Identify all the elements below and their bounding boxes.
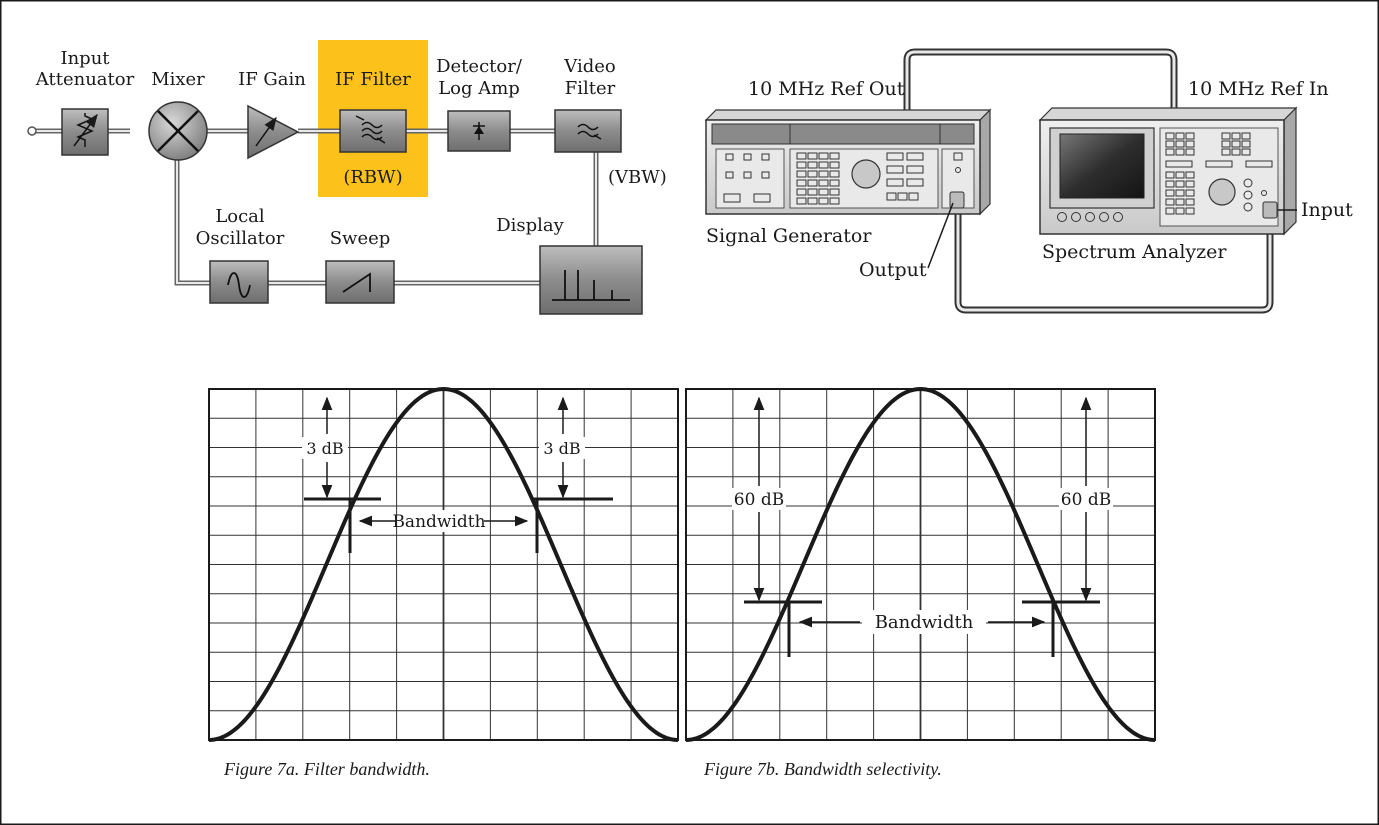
local-oscillator-label-1: Local bbox=[215, 206, 265, 227]
video-filter-label-2: Filter bbox=[565, 78, 616, 99]
signal-path-inner bbox=[36, 130, 597, 284]
figure-7a-caption: Figure 7a. Filter bandwidth. bbox=[223, 759, 430, 779]
input-terminal bbox=[27, 126, 37, 136]
display-block bbox=[539, 245, 643, 315]
spectrum-analyzer bbox=[1038, 106, 1298, 236]
figure-7b-right-label: 60 dB bbox=[1061, 490, 1111, 510]
mixer-symbol bbox=[148, 101, 208, 161]
figure-7b-bandwidth-label: Bandwidth bbox=[875, 612, 974, 633]
block-diagram: Input Attenuator Mixer IF Gain IF Filter… bbox=[27, 40, 667, 315]
if-gain-amplifier bbox=[247, 104, 300, 160]
signal-generator bbox=[704, 108, 992, 216]
if-filter-block bbox=[339, 109, 407, 153]
ref-out-label: 10 MHz Ref Out bbox=[748, 78, 905, 100]
detector-block bbox=[447, 110, 511, 152]
input-attenuator-block bbox=[61, 108, 109, 156]
signal-path bbox=[36, 128, 599, 286]
figure-7b-left-label: 60 dB bbox=[734, 490, 784, 510]
figure-7a-left-label: 3 dB bbox=[306, 439, 343, 458]
detector-label-1: Detector/ bbox=[436, 56, 523, 77]
figure-7a-bandwidth-label: Bandwidth bbox=[392, 512, 485, 532]
signal-generator-label: Signal Generator bbox=[706, 225, 872, 247]
display-label: Display bbox=[496, 215, 564, 236]
input-attenuator-label-2: Attenuator bbox=[35, 69, 135, 90]
figure-7a-curve bbox=[208, 386, 679, 742]
mixer-label: Mixer bbox=[151, 69, 205, 90]
vbw-label: (VBW) bbox=[608, 167, 667, 188]
detector-label-2: Log Amp bbox=[438, 78, 520, 99]
output-label: Output bbox=[859, 259, 927, 281]
figure-7b: 60 dB 60 dB Bandwidth Figure 7b. Bandwid… bbox=[685, 386, 1156, 779]
input-label: Input bbox=[1301, 199, 1353, 221]
figure-7a-grid bbox=[209, 389, 678, 740]
test-setup: 10 MHz Ref Out 10 MHz Ref In Signal Gene… bbox=[704, 48, 1353, 314]
figure-7b-caption: Figure 7b. Bandwidth selectivity. bbox=[703, 759, 942, 779]
spectrum-analyzer-label: Spectrum Analyzer bbox=[1042, 241, 1227, 263]
figure-7b-curve bbox=[685, 386, 1156, 742]
ref-in-label: 10 MHz Ref In bbox=[1188, 78, 1329, 100]
rbw-label: (RBW) bbox=[343, 167, 402, 188]
reference-cable bbox=[903, 48, 1178, 110]
video-filter-block bbox=[554, 109, 622, 153]
if-filter-label: IF Filter bbox=[335, 69, 411, 90]
if-gain-label: IF Gain bbox=[238, 69, 306, 90]
output-leader bbox=[927, 202, 954, 269]
video-filter-label-1: Video bbox=[563, 56, 615, 77]
sweep-label: Sweep bbox=[330, 228, 391, 249]
sweep-block bbox=[325, 260, 395, 304]
figure-7a: 3 dB 3 dB Bandwidth Figure 7a. Filter ba… bbox=[208, 386, 679, 779]
figure-7a-right-label: 3 dB bbox=[543, 439, 580, 458]
figure-7b-grid bbox=[686, 389, 1155, 740]
input-attenuator-label-1: Input bbox=[60, 48, 110, 69]
local-oscillator-label-2: Oscillator bbox=[196, 228, 285, 249]
local-oscillator-block bbox=[209, 260, 269, 304]
